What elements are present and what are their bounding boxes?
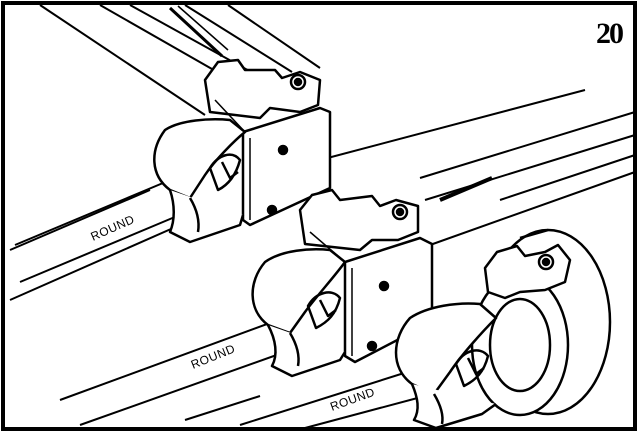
round-rod-2 [59, 319, 286, 426]
clamp-3 [394, 243, 572, 430]
plate-details [214, 99, 353, 356]
background-rods [9, 89, 636, 301]
round-rod-3 [184, 367, 426, 429]
round-label-2: ROUND [189, 341, 237, 371]
round-label-1: ROUND [89, 212, 137, 244]
step-number: 20 [596, 17, 623, 50]
round-rod-1 [14, 177, 183, 283]
clamp-1 [153, 58, 332, 244]
